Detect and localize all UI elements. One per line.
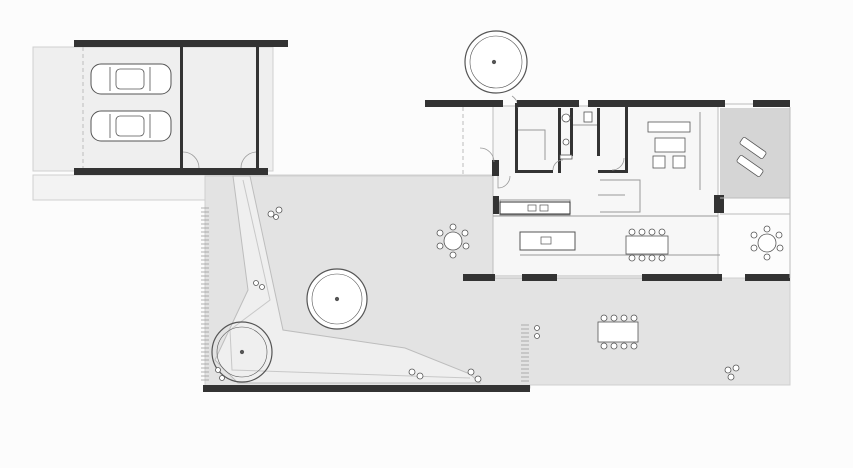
carport-roof-beam-bottom <box>74 168 268 175</box>
kitchen-island <box>519 231 576 251</box>
kitchen-counter <box>499 201 571 215</box>
sofa-set <box>647 121 691 169</box>
door-swings <box>479 95 625 189</box>
interior-walls <box>492 103 724 214</box>
round-table <box>750 225 784 261</box>
exterior-walls <box>203 100 790 392</box>
outline-lines <box>462 103 791 279</box>
car <box>90 110 172 142</box>
tree <box>211 321 273 383</box>
tree <box>306 268 368 330</box>
round-table <box>436 223 470 259</box>
garden-stools <box>215 206 740 383</box>
tree <box>464 30 528 94</box>
garden-wall-south <box>203 385 530 392</box>
outdoor-dining-table <box>597 314 639 350</box>
car <box>90 63 172 95</box>
house <box>479 95 724 277</box>
carport-roof-beam-top <box>74 40 288 47</box>
bathroom-fixtures <box>559 111 593 160</box>
dining-table <box>625 228 669 262</box>
carport <box>74 40 288 175</box>
fence <box>201 207 529 382</box>
sun-loungers <box>736 137 767 177</box>
